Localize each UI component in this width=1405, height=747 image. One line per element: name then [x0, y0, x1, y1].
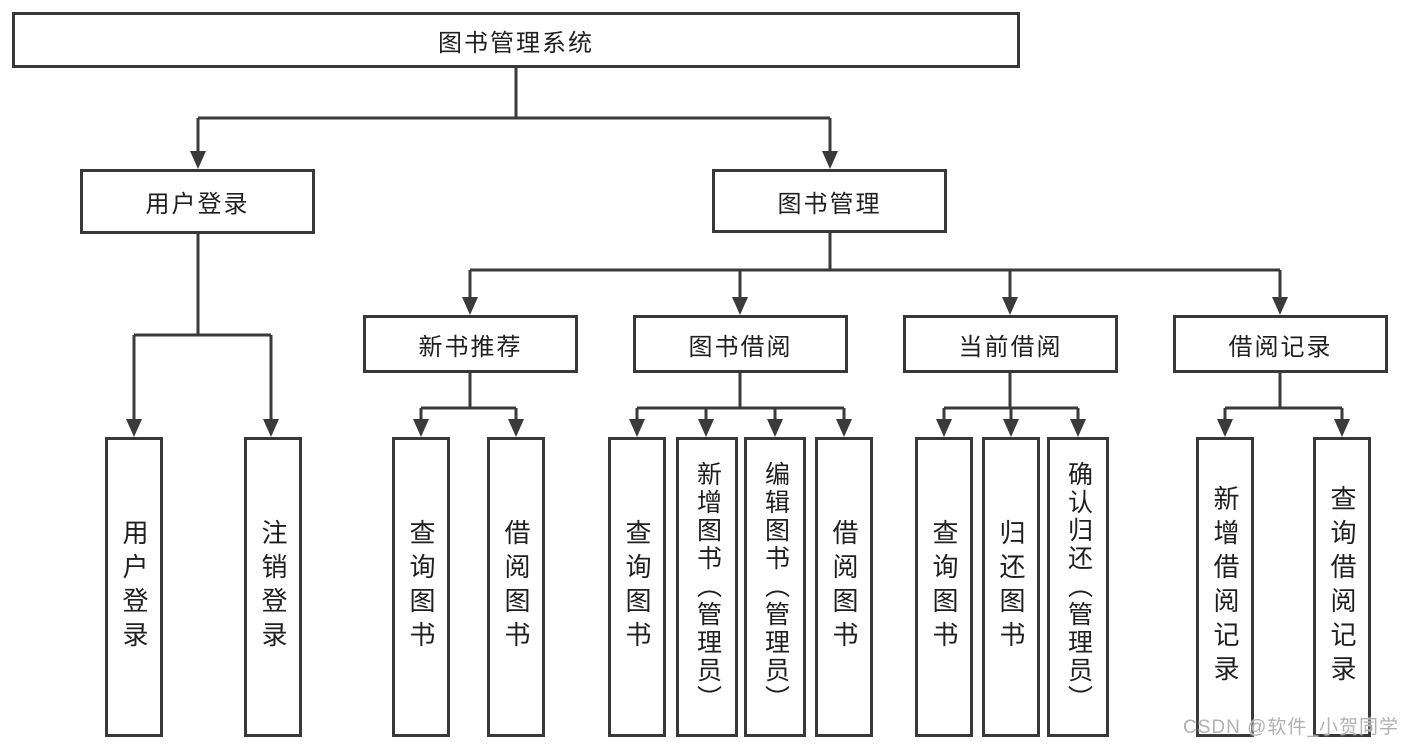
node-book-management-label: 图书管理 — [777, 190, 882, 218]
leaf-add-books-admin-label: 新增图书（管理员） — [693, 461, 722, 713]
edges-book-borrow-children — [629, 373, 852, 437]
leaf-edit-books-admin: 编辑图书（管理员） — [744, 437, 806, 737]
edges-current-borrow-children — [936, 373, 1086, 437]
leaf-query-borrow-record: 查询借阅记录 — [1313, 437, 1371, 737]
leaf-query-books-current-label: 查询图书 — [929, 519, 959, 655]
node-current-borrow-label: 当前借阅 — [958, 333, 1063, 361]
node-book-borrow: 图书借阅 — [633, 315, 848, 373]
csdn-watermark: CSDN @软件_小贺同学 — [1183, 717, 1399, 738]
node-current-borrow: 当前借阅 — [903, 315, 1118, 373]
leaf-query-borrow-record-label: 查询借阅记录 — [1327, 485, 1357, 689]
edges-book-management-children — [462, 233, 1288, 315]
leaf-borrow-books: 借阅图书 — [815, 437, 873, 737]
leaf-add-borrow-record-label: 新增借阅记录 — [1210, 485, 1240, 689]
leaf-return-books: 归还图书 — [982, 437, 1040, 737]
node-book-management: 图书管理 — [712, 169, 947, 233]
node-new-book-recommend: 新书推荐 — [363, 315, 578, 373]
node-user-login-label: 用户登录 — [145, 191, 250, 218]
node-user-login: 用户登录 — [80, 169, 315, 234]
leaf-borrow-books-label: 借阅图书 — [829, 519, 859, 655]
node-book-borrow-label: 图书借阅 — [688, 333, 793, 361]
leaf-edit-books-admin-label: 编辑图书（管理员） — [761, 461, 790, 713]
leaf-query-books-recommend: 查询图书 — [392, 437, 450, 737]
leaf-user-login-label: 用户登录 — [119, 519, 149, 655]
leaf-query-books-borrow-label: 查询图书 — [622, 519, 652, 655]
edges-new-book-recommend-children — [413, 373, 524, 437]
edges-borrow-records-children — [1217, 373, 1350, 437]
leaf-logout-label: 注销登录 — [258, 519, 288, 655]
leaf-borrow-books-recommend-label: 借阅图书 — [501, 519, 531, 655]
node-borrow-records-label: 借阅记录 — [1228, 333, 1333, 361]
leaf-query-books-current: 查询图书 — [915, 437, 973, 737]
leaf-confirm-return-admin: 确认归还（管理员） — [1047, 437, 1109, 737]
edges-root-to-level2 — [190, 67, 838, 169]
node-new-book-recommend-label: 新书推荐 — [418, 333, 523, 361]
leaf-borrow-books-recommend: 借阅图书 — [487, 437, 545, 737]
leaf-confirm-return-admin-label: 确认归还（管理员） — [1064, 461, 1093, 713]
leaf-query-books-borrow: 查询图书 — [608, 437, 666, 737]
edges-user-login-children — [126, 234, 279, 437]
node-borrow-records: 借阅记录 — [1173, 315, 1388, 373]
leaf-add-borrow-record: 新增借阅记录 — [1196, 437, 1254, 737]
leaf-logout: 注销登录 — [244, 437, 302, 737]
leaf-user-login: 用户登录 — [105, 437, 163, 737]
node-root-label: 图书管理系统 — [438, 29, 594, 57]
leaf-return-books-label: 归还图书 — [996, 519, 1026, 655]
leaf-query-books-recommend-label: 查询图书 — [406, 519, 436, 655]
node-root-system: 图书管理系统 — [12, 12, 1020, 68]
leaf-add-books-admin: 新增图书（管理员） — [676, 437, 738, 737]
